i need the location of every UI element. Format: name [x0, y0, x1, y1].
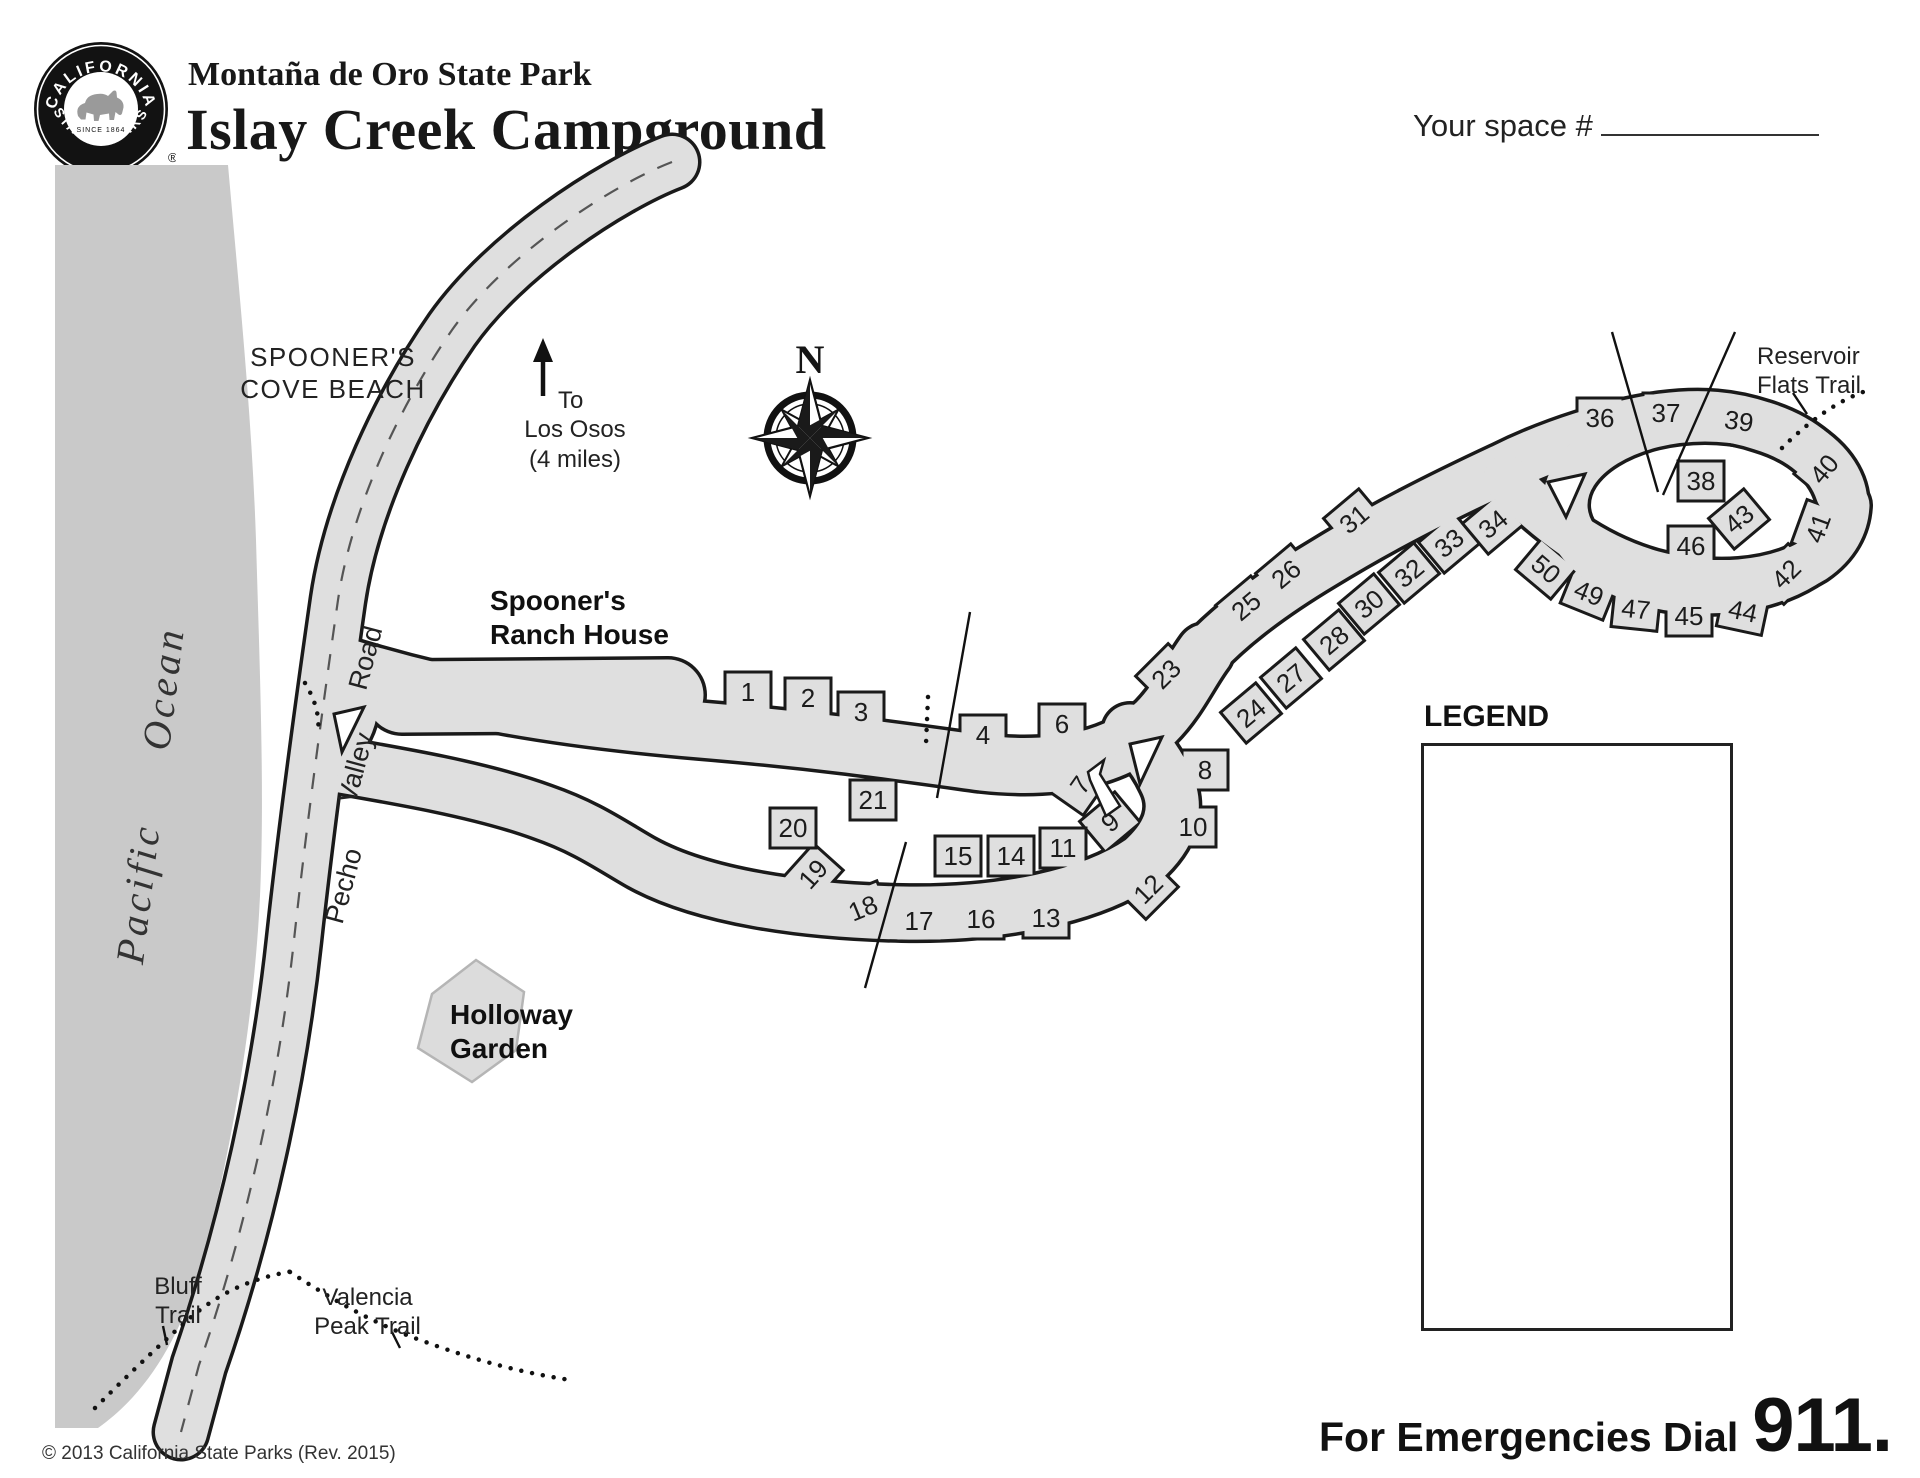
- campsite-20-number: 20: [779, 813, 808, 843]
- campsite-38-stub: [1676, 459, 1726, 503]
- leader-restroom-5: [1610, 331, 1660, 493]
- california-state-parks-logo: CALIFORNIA STATE PARKS SINCE 1864 ®: [34, 42, 176, 176]
- campsite-9-stub: [1077, 789, 1143, 855]
- legend-box: [1421, 743, 1733, 1331]
- campsite-17-number: 17: [905, 906, 934, 936]
- junction-island: [1128, 734, 1165, 789]
- park-name: Montaña de Oro State Park: [188, 56, 592, 93]
- campsite-39-number: 39: [1723, 404, 1756, 438]
- copyright-text: © 2013 California State Parks (Rev. 2015…: [42, 1443, 396, 1464]
- campsite-47-number: 47: [1620, 593, 1652, 626]
- campfire-trail-path: [923, 694, 931, 747]
- junction-island: [332, 704, 367, 757]
- your-space-field: Your space #: [1413, 104, 1819, 144]
- leader-bluff: [161, 1325, 169, 1346]
- campsite-3-number: 3: [854, 697, 868, 727]
- campsite-11-number: 11: [1050, 833, 1077, 863]
- emergency-notice: For Emergencies Dial 911.: [1318, 1382, 1893, 1469]
- campsite-4-number: 4: [976, 720, 990, 750]
- campsite-27-stub: [1258, 645, 1324, 711]
- campsite-44-number: 44: [1726, 593, 1761, 628]
- one-way-arrow: [1086, 756, 1122, 818]
- road-centerline: [179, 160, 673, 1433]
- campsite-15-stub: [933, 834, 983, 878]
- to-los-osos-arrow: [533, 338, 553, 396]
- campsite-30-stub: [1336, 571, 1402, 637]
- north-label: N: [795, 337, 825, 382]
- campsite-28-stub: [1301, 607, 1367, 673]
- campsite-14-number: 14: [997, 841, 1026, 871]
- compass-rose-icon: [747, 375, 873, 501]
- campsite-14-stub: [986, 834, 1036, 878]
- bear-icon: [77, 90, 124, 121]
- campsite-32-stub: [1376, 540, 1442, 606]
- campsite-21-number: 21: [859, 785, 888, 815]
- campsite-50-stub: [1513, 536, 1579, 602]
- leader-reservoir: [1792, 392, 1808, 415]
- campsite-11-stub: [1038, 826, 1088, 870]
- campsite-2-number: 2: [801, 683, 815, 713]
- campsite-15-number: 15: [944, 841, 973, 871]
- leader-restroom-6: [1661, 331, 1737, 496]
- pacific-ocean-shape: [55, 165, 262, 1428]
- campsite-37-number: 37: [1652, 398, 1681, 428]
- campsite-38-number: 38: [1687, 466, 1716, 496]
- campsite-10-number: 10: [1179, 812, 1208, 842]
- campsite-36-number: 36: [1586, 403, 1615, 433]
- leader-restroom-2: [935, 611, 972, 799]
- your-space-label: Your space #: [1413, 108, 1593, 143]
- campsite-13-number: 13: [1032, 903, 1061, 933]
- emergency-number: 911.: [1752, 1383, 1893, 1468]
- campsite-21-stub: [848, 778, 898, 822]
- logo-registered-mark: ®: [168, 150, 176, 165]
- campsite-6-number: 6: [1055, 709, 1069, 739]
- to-los-osos-label: To Los Osos (4 miles): [524, 387, 626, 473]
- valencia-peak-trail-path: [287, 1269, 573, 1383]
- leader-restroom-1: [863, 841, 908, 989]
- campsite-8-number: 8: [1198, 755, 1212, 785]
- campsite-45-number: 45: [1675, 601, 1704, 631]
- campsite-1-stub: [723, 670, 773, 714]
- logo-since-text: SINCE 1864: [77, 127, 126, 134]
- reservoir-flats-trail-path: [1779, 386, 1875, 451]
- junction-island: [1545, 471, 1588, 521]
- legend-title: LEGEND: [1424, 700, 1550, 733]
- campsite-16-number: 16: [967, 904, 996, 934]
- bluff-trail-path: [92, 1267, 303, 1411]
- holloway-garden-shape: [416, 958, 526, 1084]
- space-number-blank[interactable]: [1600, 104, 1819, 136]
- campsite-20-stub: [768, 806, 818, 850]
- leader-valencia: [390, 1331, 402, 1349]
- campground-title: Islay Creek Campground: [186, 97, 827, 162]
- campsite-46-number: 46: [1677, 531, 1706, 561]
- campsite-43-stub: [1706, 486, 1772, 552]
- campsite-1-number: 1: [741, 677, 755, 707]
- emergency-prefix: For Emergencies Dial: [1318, 1414, 1739, 1460]
- campsite-24-stub: [1218, 680, 1284, 746]
